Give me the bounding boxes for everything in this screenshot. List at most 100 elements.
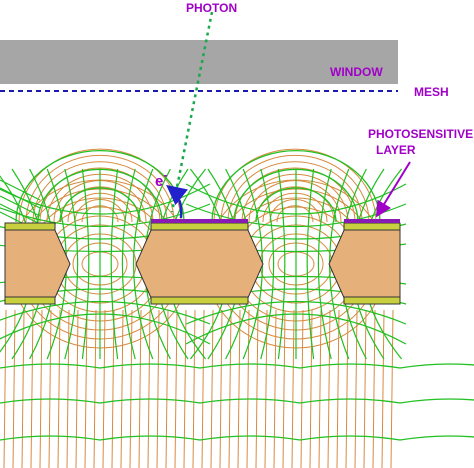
field-line xyxy=(0,435,474,441)
field-line xyxy=(185,313,407,345)
equipotential-vertical xyxy=(120,309,124,468)
mesh-label: MESH xyxy=(414,85,449,99)
field-line xyxy=(211,150,381,223)
foil-insulator-right xyxy=(328,227,401,301)
equipotential-vertical xyxy=(75,309,79,468)
equipotential-vertical xyxy=(102,309,106,468)
photosensitive-layer-right xyxy=(344,219,400,223)
equipotential-arc xyxy=(39,167,161,223)
gem-foil xyxy=(4,219,401,305)
equipotential-vertical xyxy=(30,309,34,468)
equipotential-vertical xyxy=(12,309,16,468)
equipotential-vertical xyxy=(192,309,196,468)
equipotential-vertical xyxy=(300,309,304,468)
foil-electrode-bottom-right xyxy=(343,296,401,305)
equipotential-vertical xyxy=(237,309,241,468)
equipotential-arc xyxy=(220,154,370,223)
equipotential-vertical xyxy=(336,309,340,468)
equipotential-vertical xyxy=(156,309,160,468)
equipotential-vertical xyxy=(255,309,259,468)
equipotential-loop xyxy=(81,251,119,277)
equipotential-vertical xyxy=(129,309,133,468)
field-line xyxy=(110,168,119,360)
foil-electrode-bottom-middle xyxy=(150,296,249,305)
equipotential-vertical xyxy=(363,309,367,468)
equipotential-vertical xyxy=(201,309,205,468)
field-line xyxy=(37,168,163,223)
electron-label: e- xyxy=(155,168,167,190)
equipotential-loop xyxy=(268,242,324,286)
field-line xyxy=(0,187,41,209)
equipotential-vertical xyxy=(327,309,331,468)
foil-electrode-top-middle xyxy=(150,222,249,231)
equipotential-arc xyxy=(241,173,349,223)
equipotential-vertical xyxy=(66,309,70,468)
photosensitive-label-line1: PHOTOSENSITIVE xyxy=(368,127,473,141)
equipotential-vertical xyxy=(3,309,7,468)
equipotential-loop xyxy=(72,242,128,286)
equipotential-vertical xyxy=(147,309,151,468)
field-line xyxy=(0,313,211,345)
equipotential-arc xyxy=(227,161,363,223)
field-line xyxy=(185,183,407,215)
field-line xyxy=(0,398,474,404)
equipotential-arc xyxy=(32,161,168,223)
equipotential-vertical xyxy=(228,309,232,468)
equipotential-loop xyxy=(277,251,315,277)
equipotential-vertical xyxy=(246,309,250,468)
equipotential-vertical xyxy=(48,309,52,468)
foil-electrode-bottom-left xyxy=(4,296,56,305)
foil-insulator-left xyxy=(4,227,71,301)
equipotential-arc xyxy=(213,148,377,223)
foil-insulator-middle xyxy=(135,227,264,301)
equipotential-arc xyxy=(255,186,335,223)
field-line xyxy=(64,168,79,360)
equipotential-vertical xyxy=(219,309,223,468)
equipotential-vertical xyxy=(372,309,376,468)
equipotential-vertical xyxy=(39,309,43,468)
equipotential-vertical xyxy=(345,309,349,468)
equipotential-vertical xyxy=(354,309,358,468)
equipotential-arc xyxy=(262,192,328,223)
equipotential-vertical xyxy=(165,309,169,468)
equipotential-vertical xyxy=(111,309,115,468)
field-line xyxy=(317,168,332,360)
field-line xyxy=(81,168,90,360)
equipotential-vertical xyxy=(183,309,187,468)
field-line xyxy=(0,179,41,201)
equipotential-vertical xyxy=(174,309,178,468)
equipotential-vertical xyxy=(210,309,214,468)
field-line xyxy=(260,168,275,360)
equipotential-arc xyxy=(248,180,342,223)
equipotential-vertical xyxy=(138,309,142,468)
equipotential-arc xyxy=(276,205,314,223)
equipotential-vertical xyxy=(57,309,61,468)
equipotential-vertical xyxy=(282,309,286,468)
equipotential-vertical xyxy=(273,309,277,468)
equipotential-vertical xyxy=(318,309,322,468)
field-line xyxy=(0,203,41,225)
field-line xyxy=(59,187,141,223)
field-line xyxy=(306,168,315,360)
field-line xyxy=(233,168,359,223)
equipotential-vertical xyxy=(84,309,88,468)
equipotential-vertical xyxy=(21,309,25,468)
photon-label: PHOTON xyxy=(186,1,237,15)
field-line xyxy=(185,300,407,325)
field-line xyxy=(0,363,474,369)
field-line xyxy=(0,195,41,217)
window-label: WINDOW xyxy=(330,65,383,79)
field-line xyxy=(121,168,136,360)
photosensitive-pointer-arrow xyxy=(375,161,411,218)
equipotential-vertical xyxy=(93,309,97,468)
foil-electrode-top-right xyxy=(343,222,401,231)
equipotential-vertical xyxy=(381,309,385,468)
photosensitive-layer-middle xyxy=(151,219,248,223)
field-line xyxy=(255,187,337,223)
field-line xyxy=(133,168,154,360)
foil-electrode-top-left xyxy=(4,222,56,231)
equipotential-vertical xyxy=(309,309,313,468)
electron-arrow xyxy=(166,184,188,219)
field-line xyxy=(0,203,211,228)
